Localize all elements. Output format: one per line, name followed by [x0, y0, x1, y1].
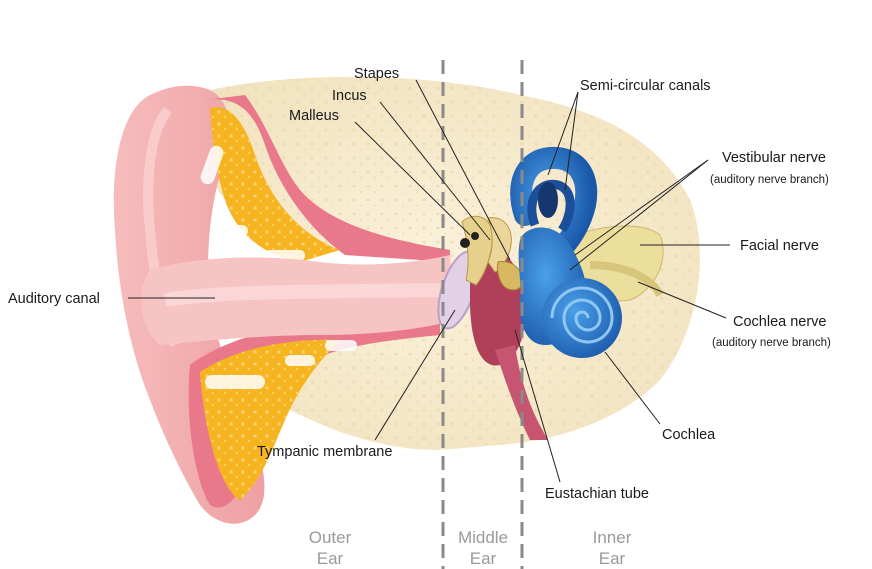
- label-semicircular-canals: Semi-circular canals: [580, 78, 711, 94]
- region-inner-line2: Ear: [599, 549, 626, 568]
- label-tympanic-membrane: Tympanic membrane: [257, 444, 392, 460]
- label-auditory-canal: Auditory canal: [8, 291, 100, 307]
- label-cochlea-nerve: Cochlea nerve: [733, 314, 827, 330]
- region-middle-line1: Middle: [458, 528, 508, 547]
- label-vestibular-nerve: Vestibular nerve: [722, 150, 826, 166]
- label-eustachian-tube: Eustachian tube: [545, 486, 649, 502]
- region-middle-line2: Ear: [470, 549, 497, 568]
- label-facial-nerve: Facial nerve: [740, 238, 819, 254]
- label-incus: Incus: [332, 88, 367, 104]
- region-outer-line2: Ear: [317, 549, 344, 568]
- region-outer-line1: Outer: [309, 528, 352, 547]
- label-stapes: Stapes: [354, 66, 399, 82]
- label-vestibular-nerve-sub: (auditory nerve branch): [710, 174, 829, 186]
- label-cochlea: Cochlea: [662, 427, 716, 443]
- label-cochlea-nerve-sub: (auditory nerve branch): [712, 337, 831, 349]
- region-inner-line1: Inner: [593, 528, 632, 547]
- label-malleus: Malleus: [289, 108, 339, 124]
